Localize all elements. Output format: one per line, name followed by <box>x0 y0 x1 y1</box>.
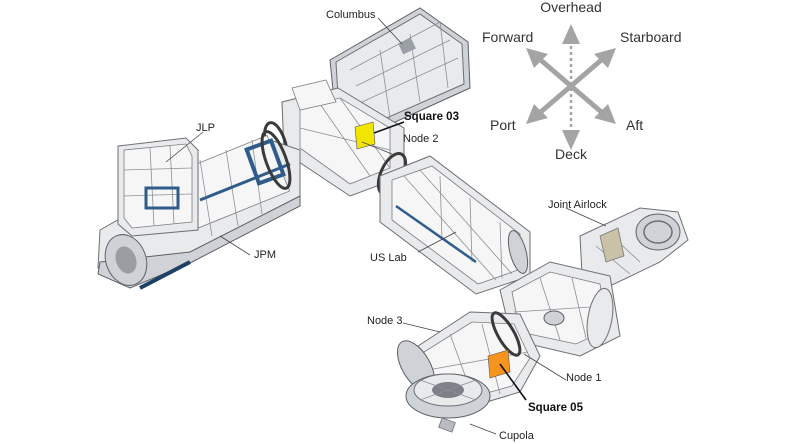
module-labels: Columbus JLP JPM Node 2 US Lab Joint Air… <box>196 9 607 442</box>
deck-label: Deck <box>555 146 588 162</box>
port-label: Port <box>490 117 516 133</box>
node3-label: Node 3 <box>367 315 402 327</box>
joint-airlock-module <box>579 207 689 287</box>
forward-arrow-icon <box>526 48 548 68</box>
node1-module <box>499 261 621 357</box>
overhead-label: Overhead <box>540 0 601 15</box>
square03-label: Square 03 <box>404 111 459 123</box>
node2-label: Node 2 <box>403 133 438 145</box>
joint-airlock-label: Joint Airlock <box>548 199 607 211</box>
jpm-label: JPM <box>254 249 276 261</box>
overhead-arrow-icon <box>562 24 580 44</box>
port-arrow-icon <box>526 104 548 124</box>
square03-marker <box>354 121 376 150</box>
jlp-label: JLP <box>196 122 215 134</box>
cupola-label: Cupola <box>499 430 535 442</box>
starboard-label: Starboard <box>620 29 681 45</box>
square05-label: Square 05 <box>528 402 584 414</box>
us-lab-label: US Lab <box>370 252 407 264</box>
columbus-module <box>329 7 471 129</box>
us-lab-module <box>379 155 531 295</box>
columbus-label: Columbus <box>326 9 376 21</box>
aft-arrow-icon <box>594 104 616 124</box>
node1-label: Node 1 <box>566 372 601 384</box>
leader-lines <box>165 17 607 435</box>
starboard-arrow-icon <box>594 48 616 68</box>
cupola-module <box>405 373 491 433</box>
jlp-module <box>117 137 199 237</box>
aft-label: Aft <box>626 117 643 133</box>
deck-arrow-icon <box>562 130 580 150</box>
jpm-module <box>97 130 301 290</box>
node2-module <box>263 79 408 197</box>
direction-compass: Overhead Forward Starboard Port Aft Deck <box>482 0 681 162</box>
forward-label: Forward <box>482 29 533 45</box>
